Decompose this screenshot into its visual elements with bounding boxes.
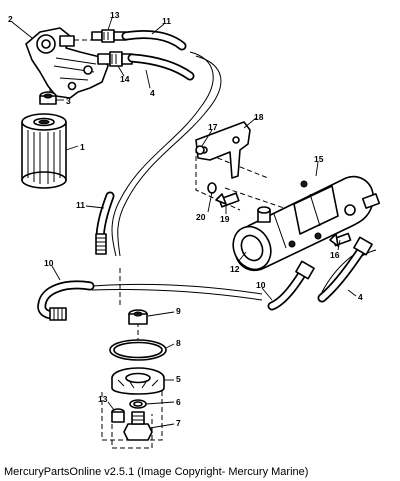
callout-7: 7: [176, 418, 181, 428]
lower-left-hose: [37, 280, 95, 321]
callout-8: 8: [176, 338, 181, 348]
upper-hose-fittings: [91, 29, 133, 67]
o-ring: [109, 339, 167, 361]
callout-13-top: 13: [110, 10, 120, 20]
washer-and-bolt: [207, 182, 240, 208]
lower-right-hoses: [267, 236, 373, 311]
callout-10-right: 10: [256, 280, 266, 290]
callout-13-bottom: 13: [98, 394, 108, 404]
callout-2: 2: [8, 14, 13, 24]
callout-6: 6: [176, 397, 181, 407]
gasket: [129, 399, 147, 409]
callout-4-right: 4: [358, 292, 363, 302]
bolt-16: [329, 232, 352, 247]
oil-filter: [21, 113, 67, 189]
callout-10-left: 10: [44, 258, 54, 268]
bolt-17: [195, 145, 205, 155]
callout-labels: 2 13 11 14 3 4 1 11 17 18 15 20 19 16 12…: [8, 10, 363, 428]
callout-14: 14: [120, 74, 130, 84]
callout-11-top: 11: [162, 16, 171, 26]
callout-1: 1: [80, 142, 85, 152]
callout-17: 17: [208, 122, 218, 132]
filter-mount-bracket: [25, 27, 109, 99]
callout-5: 5: [176, 374, 181, 384]
upper-hoses: [121, 29, 195, 81]
lower-fitting-13: [111, 408, 125, 423]
middle-hose: [95, 191, 115, 255]
callout-9: 9: [176, 306, 181, 316]
filter-adapter: [111, 367, 165, 395]
fitting-9: [128, 309, 148, 325]
callout-3: 3: [66, 96, 71, 106]
callout-19: 19: [220, 214, 230, 224]
plug-fitting: [39, 91, 57, 105]
callout-15: 15: [314, 154, 324, 164]
callout-leaders: [11, 17, 357, 429]
callout-16: 16: [330, 250, 340, 260]
copyright-caption: MercuryPartsOnline v2.5.1 (Image Copyrig…: [4, 466, 309, 478]
oil-cooler: [232, 175, 381, 271]
callout-4-top: 4: [150, 88, 155, 98]
callout-11-mid: 11: [76, 200, 85, 210]
callout-20: 20: [196, 212, 206, 222]
callout-18: 18: [254, 112, 264, 122]
callout-12: 12: [230, 264, 240, 274]
center-bolt: [123, 411, 153, 441]
